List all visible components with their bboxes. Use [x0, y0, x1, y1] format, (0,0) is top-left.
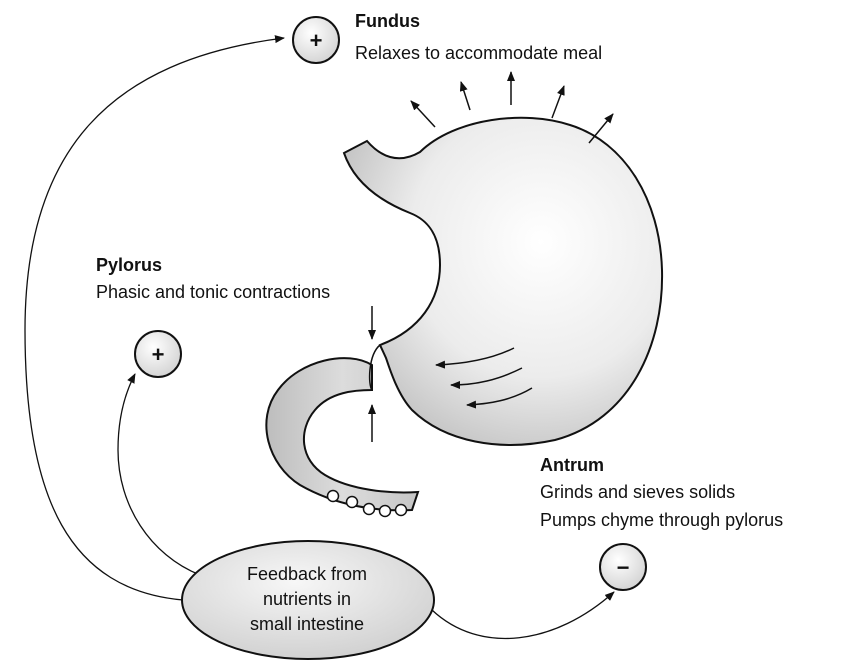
- feedback-arrow-to-antrum: [432, 592, 614, 638]
- chyme-bubble: [396, 505, 407, 516]
- antrum-description-line-2: Pumps chyme through pylorus: [540, 510, 783, 530]
- antrum-title: Antrum: [540, 455, 604, 475]
- antrum-sign: −: [617, 555, 630, 580]
- fundus-sign: +: [310, 28, 323, 53]
- chyme-bubble: [380, 506, 391, 517]
- fundus-stimulation-indicator: +: [293, 17, 339, 63]
- feedback-line-1: Feedback from: [247, 564, 367, 584]
- antrum-description-line-1: Grinds and sieves solids: [540, 482, 735, 502]
- pylorus-sign: +: [152, 342, 165, 367]
- chyme-bubble: [347, 497, 358, 508]
- feedback-line-2: nutrients in: [263, 589, 351, 609]
- pylorus-description: Phasic and tonic contractions: [96, 282, 330, 302]
- antrum-inhibition-indicator: −: [600, 544, 646, 590]
- feedback-ellipse: Feedback from nutrients in small intesti…: [182, 541, 434, 659]
- fundus-description: Relaxes to accommodate meal: [355, 43, 602, 63]
- feedback-line-3: small intestine: [250, 614, 364, 634]
- chyme-bubble: [364, 504, 375, 515]
- feedback-arrow-to-fundus: [25, 38, 284, 600]
- chyme-bubble: [328, 491, 339, 502]
- feedback-arrow-to-pylorus: [118, 374, 200, 575]
- fundus-title: Fundus: [355, 11, 420, 31]
- stomach-body: [344, 118, 662, 445]
- pylorus-stimulation-indicator: +: [135, 331, 181, 377]
- pylorus-title: Pylorus: [96, 255, 162, 275]
